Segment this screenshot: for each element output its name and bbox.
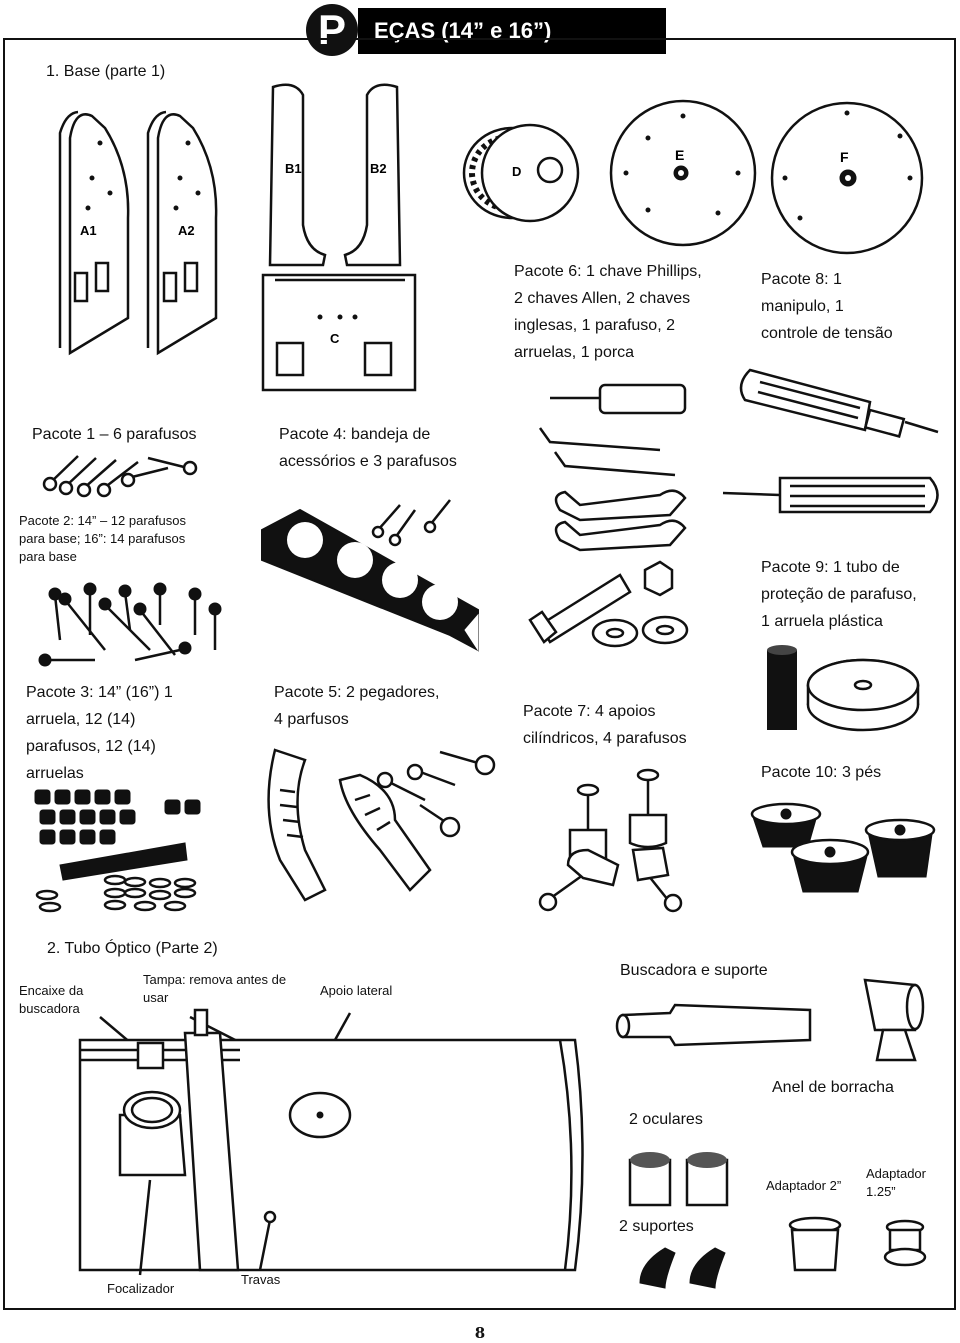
part-b2-label: B2: [370, 161, 387, 176]
part-b1-label: B1: [285, 161, 302, 176]
pacote5-handles-illustration: [267, 748, 496, 902]
pacote7-supports-illustration: [538, 768, 683, 913]
optical-tube-illustration: [78, 1008, 584, 1276]
pacote4-tray-illustration: [261, 499, 479, 652]
finder-and-bracket-illustration: [615, 978, 925, 1062]
part-f-disc-illustration: F: [770, 101, 924, 255]
pacote1-label: Pacote 1 – 6 parafusos: [32, 426, 197, 443]
focalizador-label: Focalizador: [107, 1281, 175, 1296]
apoio-lateral-label: Apoio lateral: [320, 983, 393, 998]
part-a2-label: A2: [178, 223, 195, 238]
part-c-label: C: [330, 331, 340, 346]
anel-borracha-label: Anel de borracha: [772, 1079, 894, 1096]
part-a1-label: A1: [80, 223, 97, 238]
travas-label: Travas: [241, 1272, 281, 1287]
section2-title: 2. Tubo Óptico (Parte 2): [47, 940, 218, 957]
content-frame: [3, 38, 956, 1310]
pacote1-screws-illustration: [42, 455, 198, 498]
eyepieces-illustration: [628, 1152, 729, 1207]
pacote2-screws-illustration: [38, 582, 222, 667]
pacote9-tube-washer-illustration: [767, 645, 920, 732]
pacote3-parts-illustration: [34, 789, 201, 913]
buscadora-suporte-label: Buscadora e suporte: [620, 962, 768, 979]
part-d-label: D: [512, 164, 521, 179]
parts-b1-b2-c-illustration: B1 B2 C: [261, 83, 417, 392]
adaptador2-label: Adaptador 2”: [766, 1178, 842, 1193]
page-number: 8: [474, 1324, 486, 1342]
pacote5-label: Pacote 5: 2 pegadores,4 parfusos: [274, 684, 440, 728]
side-panels-a1-a2-illustration: A1 A2: [58, 110, 218, 356]
pacote8-knobs-illustration: [722, 368, 939, 514]
pacote6-tools-illustration: [528, 383, 689, 648]
supports-illustration: [639, 1247, 726, 1289]
pacote6-label: Pacote 6: 1 chave Phillips,2 chaves Alle…: [514, 263, 702, 361]
suportes-label: 2 suportes: [619, 1218, 694, 1235]
pacote10-label: Pacote 10: 3 pés: [761, 764, 882, 781]
adapters-illustration: [788, 1216, 927, 1272]
header-badge: P: [306, 4, 358, 56]
part-e-disc-illustration: E: [609, 99, 757, 247]
part-f-label: F: [840, 149, 849, 165]
part-e-label: E: [675, 147, 684, 163]
oculares-label: 2 oculares: [629, 1111, 703, 1128]
pacote10-feet-illustration: [750, 802, 936, 893]
section1-title: 1. Base (parte 1): [46, 63, 166, 80]
part-d-disc-illustration: D: [462, 123, 580, 223]
